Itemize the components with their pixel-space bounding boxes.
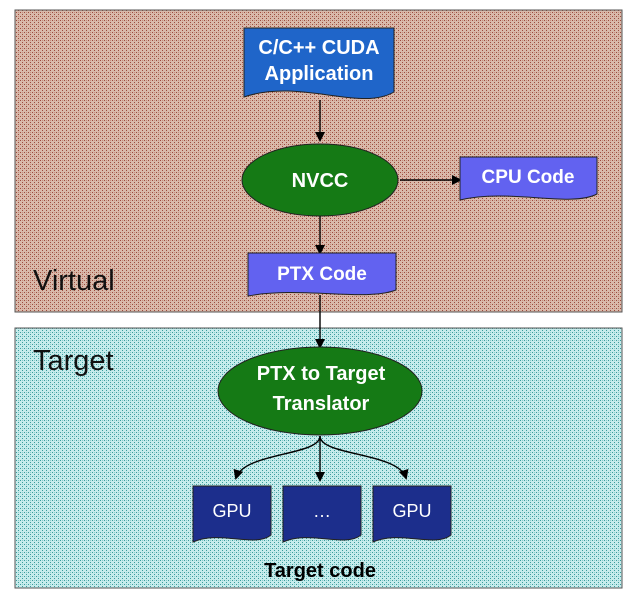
app-label-line1: C/C++ CUDA [258,37,379,59]
nvcc-node: NVCC [241,143,399,217]
gpu-left-node: GPU [192,485,272,543]
virtual-label: Virtual [33,265,115,297]
arrows [233,100,462,482]
app-label-line2: Application [265,63,374,85]
ptx-code-label: PTX Code [277,264,367,285]
cpu-code-node: CPU Code [459,156,598,201]
gpu-right-node: GPU [372,485,452,543]
gpu-middle-node: … [282,485,362,543]
translator-label-line2: Translator [273,393,370,415]
arrow-translator-to-gpu-left [233,435,321,480]
cuda-application-node: C/C++ CUDA Application [243,27,395,100]
gpu-middle-label: … [313,501,331,521]
nvcc-label: NVCC [292,170,349,192]
arrow-translator-to-gpu-right [319,435,409,480]
cpu-code-label: CPU Code [482,167,575,188]
target-code-caption: Target code [264,560,376,582]
gpu-left-label: GPU [212,501,251,521]
target-label: Target [33,345,114,377]
ptx-code-node: PTX Code [247,252,397,297]
translator-label-line1: PTX to Target [257,363,386,385]
translator-node: PTX to Target Translator [217,346,423,436]
gpu-right-label: GPU [392,501,431,521]
